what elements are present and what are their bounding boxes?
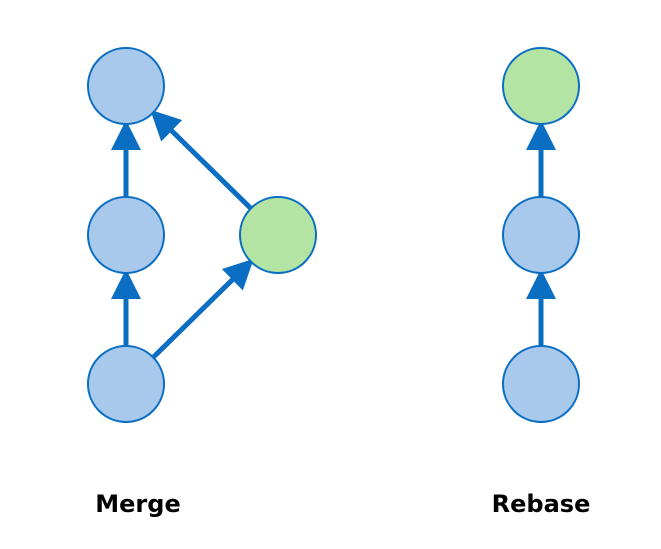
commit-node-m-mid [87,196,165,274]
arrow-m-branch-to-m-top [150,109,255,212]
commit-node-r-bot [502,345,580,423]
branch-commit-node-r-top [502,47,580,125]
commit-node-r-mid [502,196,580,274]
merge-caption: Merge [95,490,181,518]
branch-commit-node-m-branch [239,196,317,274]
commit-node-m-bot [87,345,165,423]
nodes-layer [87,47,580,423]
edges-layer [111,109,556,361]
rebase-caption: Rebase [491,490,591,518]
commit-node-m-top [87,47,165,125]
arrow-m-bot-to-m-branch [149,258,254,361]
